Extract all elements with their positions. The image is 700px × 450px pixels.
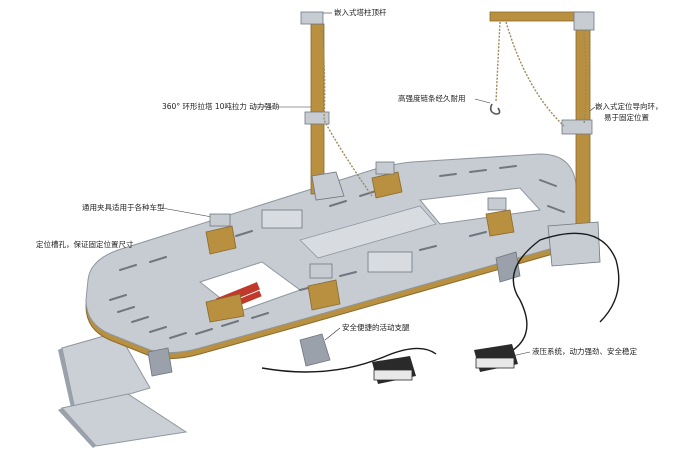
callout-top-post: 嵌入式塔柱顶杆 bbox=[334, 8, 387, 17]
callout-ring-pull: 360° 环形拉塔 10吨拉力 动力强劲 bbox=[162, 102, 280, 111]
loading-ramps bbox=[58, 331, 188, 448]
callout-positioning-hole: 定位槽孔，保证固定位置尺寸 bbox=[36, 240, 134, 249]
callout-universal-clamp: 通用夹具适用于各种车型 bbox=[82, 203, 165, 212]
hydraulic-hoses bbox=[261, 232, 620, 373]
right-tower bbox=[489, 11, 601, 267]
callout-support-leg: 安全便捷的活动支腿 bbox=[342, 323, 410, 332]
left-tower bbox=[300, 11, 373, 201]
callout-guide-ring-2: 易于固定位置 bbox=[604, 113, 649, 122]
clamps bbox=[205, 161, 515, 311]
hydraulic-ram bbox=[205, 282, 262, 323]
hydraulic-pumps bbox=[372, 344, 518, 384]
callout-hydraulic: 液压系统，动力强劲、安全稳定 bbox=[532, 347, 637, 356]
callout-chain: 高强度链条经久耐用 bbox=[398, 94, 466, 103]
callout-guide-ring: 嵌入式定位导向环， bbox=[595, 102, 663, 111]
